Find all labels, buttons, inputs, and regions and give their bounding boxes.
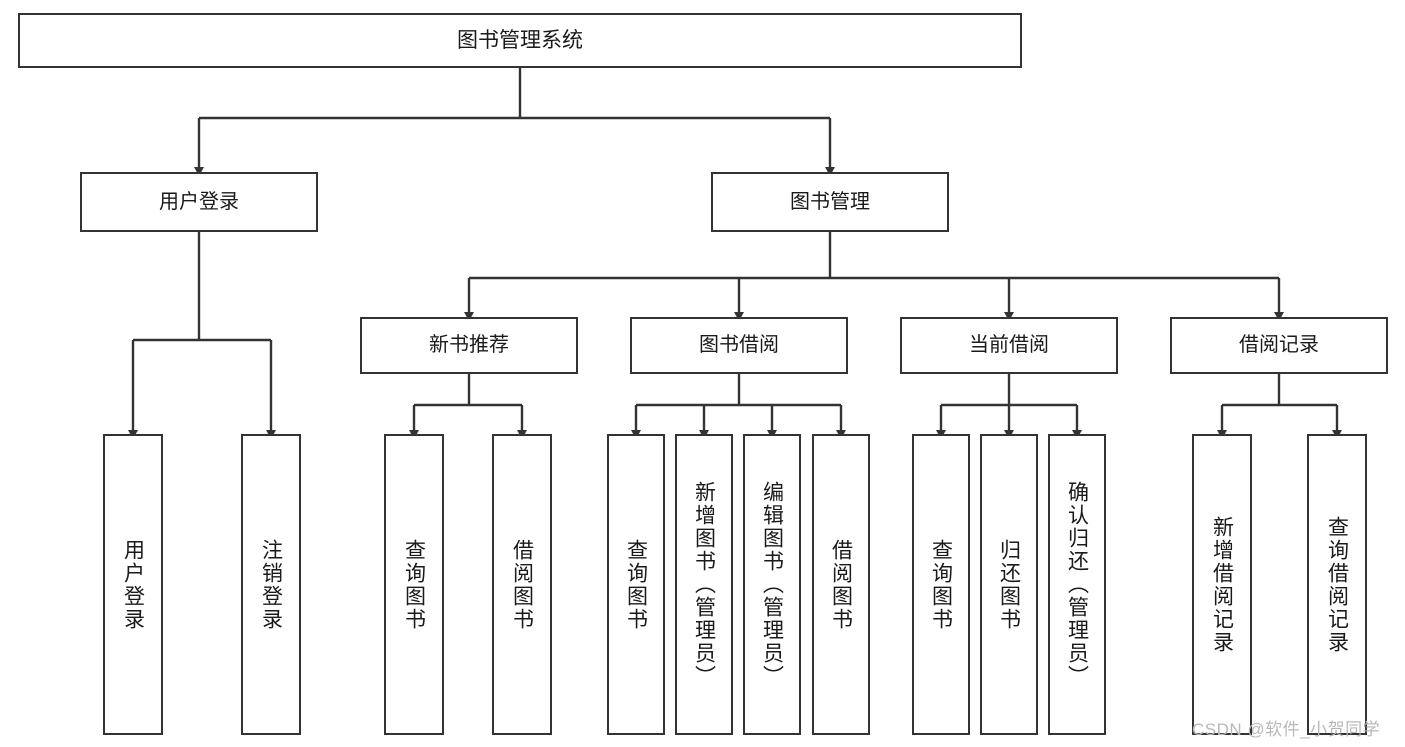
node-label: 确认归还（管理员） — [1065, 481, 1089, 688]
node-label: 用户登录 — [159, 190, 239, 213]
node-borrow-record[interactable]: 借阅记录 — [1170, 317, 1388, 374]
node-label: 新增图书（管理员） — [692, 481, 716, 688]
node-label: 归还图书 — [997, 538, 1021, 631]
node-leaf-query-book-1[interactable]: 查询图书 — [384, 434, 444, 735]
node-label: 查询图书 — [624, 538, 648, 631]
node-label: 新增借阅记录 — [1210, 515, 1234, 654]
node-leaf-return-book[interactable]: 归还图书 — [980, 434, 1038, 735]
node-label: 借阅图书 — [510, 538, 534, 631]
node-label: 借阅记录 — [1239, 334, 1319, 357]
node-leaf-add-book[interactable]: 新增图书（管理员） — [675, 434, 733, 735]
node-leaf-query-record[interactable]: 查询借阅记录 — [1307, 434, 1367, 735]
node-new-book-recommend[interactable]: 新书推荐 — [360, 317, 578, 374]
node-leaf-user-login[interactable]: 用户登录 — [103, 434, 163, 735]
node-label: 新书推荐 — [429, 334, 509, 357]
node-root-book-management-system[interactable]: 图书管理系统 — [18, 13, 1022, 68]
node-leaf-confirm-return[interactable]: 确认归还（管理员） — [1048, 434, 1106, 735]
node-label: 查询图书 — [402, 538, 426, 631]
node-user-login[interactable]: 用户登录 — [80, 172, 318, 232]
node-book-borrow[interactable]: 图书借阅 — [630, 317, 848, 374]
node-label: 当前借阅 — [969, 334, 1049, 357]
node-label: 借阅图书 — [829, 538, 853, 631]
node-leaf-add-record[interactable]: 新增借阅记录 — [1192, 434, 1252, 735]
node-leaf-borrow-book-1[interactable]: 借阅图书 — [492, 434, 552, 735]
node-label: 图书管理系统 — [457, 28, 583, 52]
csdn-watermark: CSDN @软件_小贺同学 — [1192, 720, 1381, 739]
node-leaf-logout-login[interactable]: 注销登录 — [241, 434, 301, 735]
node-label: 图书管理 — [790, 190, 870, 213]
node-leaf-edit-book[interactable]: 编辑图书（管理员） — [743, 434, 801, 735]
node-label: 注销登录 — [259, 538, 283, 631]
node-label: 用户登录 — [121, 538, 145, 631]
node-book-manage[interactable]: 图书管理 — [711, 172, 949, 232]
node-current-borrow[interactable]: 当前借阅 — [900, 317, 1118, 374]
node-label: 查询借阅记录 — [1325, 515, 1349, 654]
node-label: 图书借阅 — [699, 334, 779, 357]
node-leaf-query-book-2[interactable]: 查询图书 — [607, 434, 665, 735]
node-leaf-query-book-3[interactable]: 查询图书 — [912, 434, 970, 735]
node-label: 编辑图书（管理员） — [760, 481, 784, 688]
node-leaf-borrow-book-2[interactable]: 借阅图书 — [812, 434, 870, 735]
node-label: 查询图书 — [929, 538, 953, 631]
